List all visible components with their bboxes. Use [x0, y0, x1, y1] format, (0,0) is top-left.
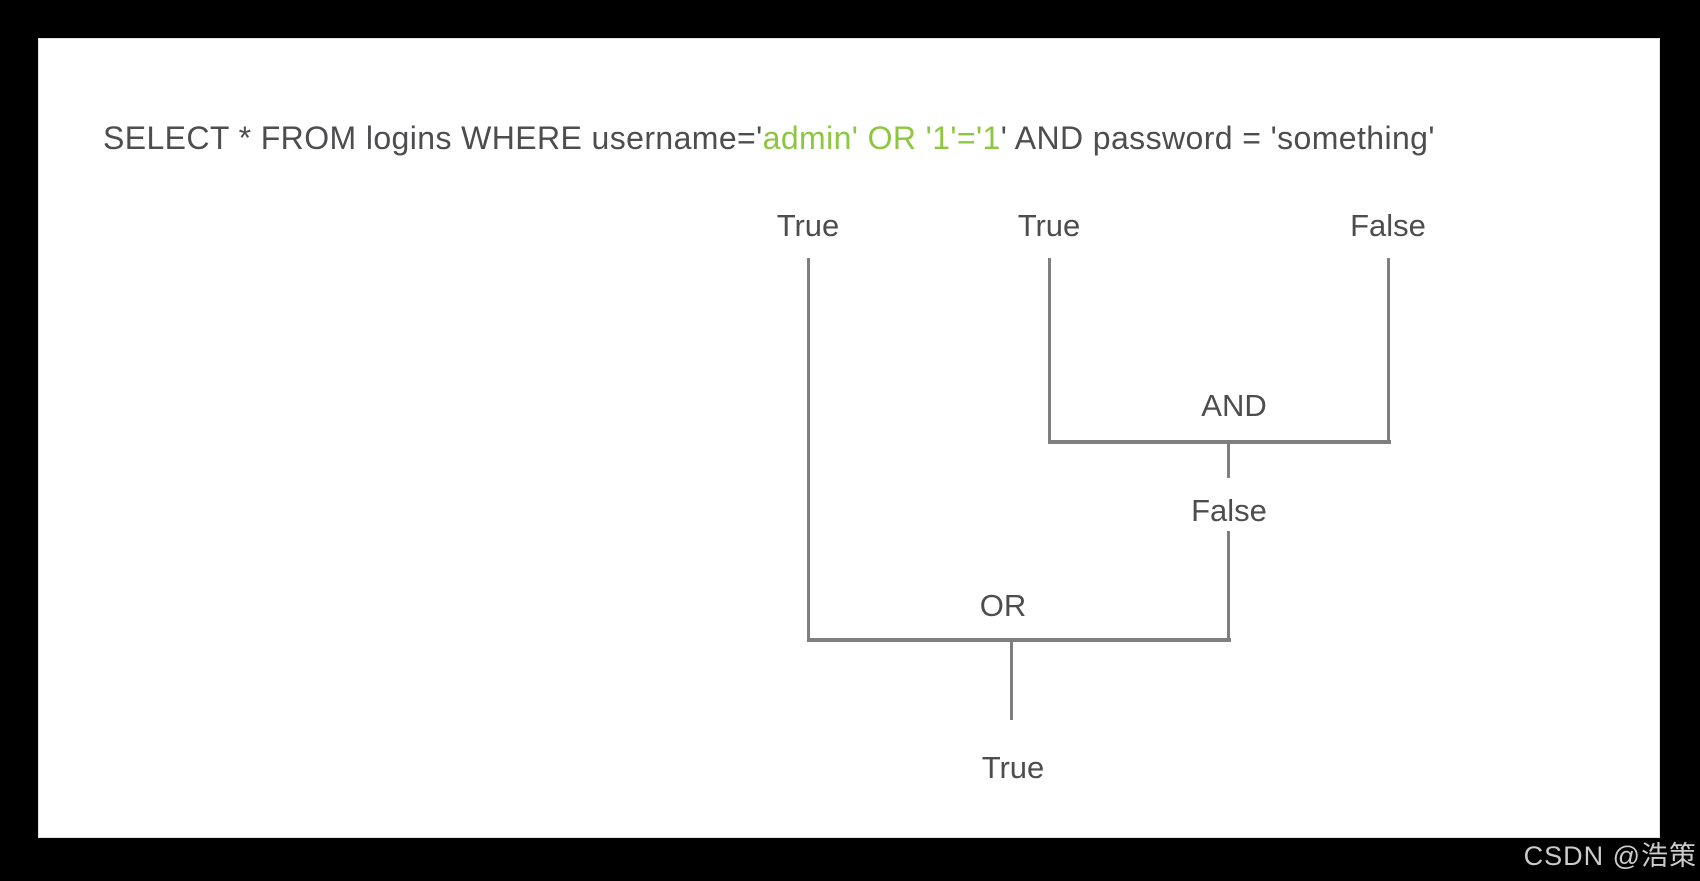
or-result-stub-line	[1010, 642, 1013, 720]
branch-line-false	[1387, 258, 1390, 440]
and-to-or-line	[1227, 531, 1230, 638]
and-operator-label: AND	[1201, 388, 1267, 423]
or-junction-bar	[807, 638, 1231, 642]
sql-query-suffix: ' AND password = 'something'	[1000, 120, 1435, 156]
or-result-label: True	[981, 750, 1045, 785]
or-operator-label: OR	[979, 588, 1027, 623]
sql-query-text: SELECT * FROM logins WHERE username='adm…	[103, 120, 1435, 157]
and-result-label: False	[1191, 493, 1267, 528]
and-result-stub-line	[1227, 444, 1230, 478]
leaf-label-false: False	[1350, 208, 1426, 243]
branch-line-true-1	[807, 258, 810, 638]
sql-query-prefix: SELECT * FROM logins WHERE username='	[103, 120, 763, 156]
leaf-label-true-2: True	[1017, 208, 1081, 243]
leaf-label-true-1: True	[776, 208, 840, 243]
and-junction-bar	[1048, 440, 1391, 444]
sql-injected-payload: admin' OR '1'='1	[762, 120, 1001, 156]
branch-line-true-2	[1048, 258, 1051, 440]
csdn-watermark: CSDN @浩策	[1523, 841, 1697, 871]
diagram-panel	[38, 38, 1660, 838]
